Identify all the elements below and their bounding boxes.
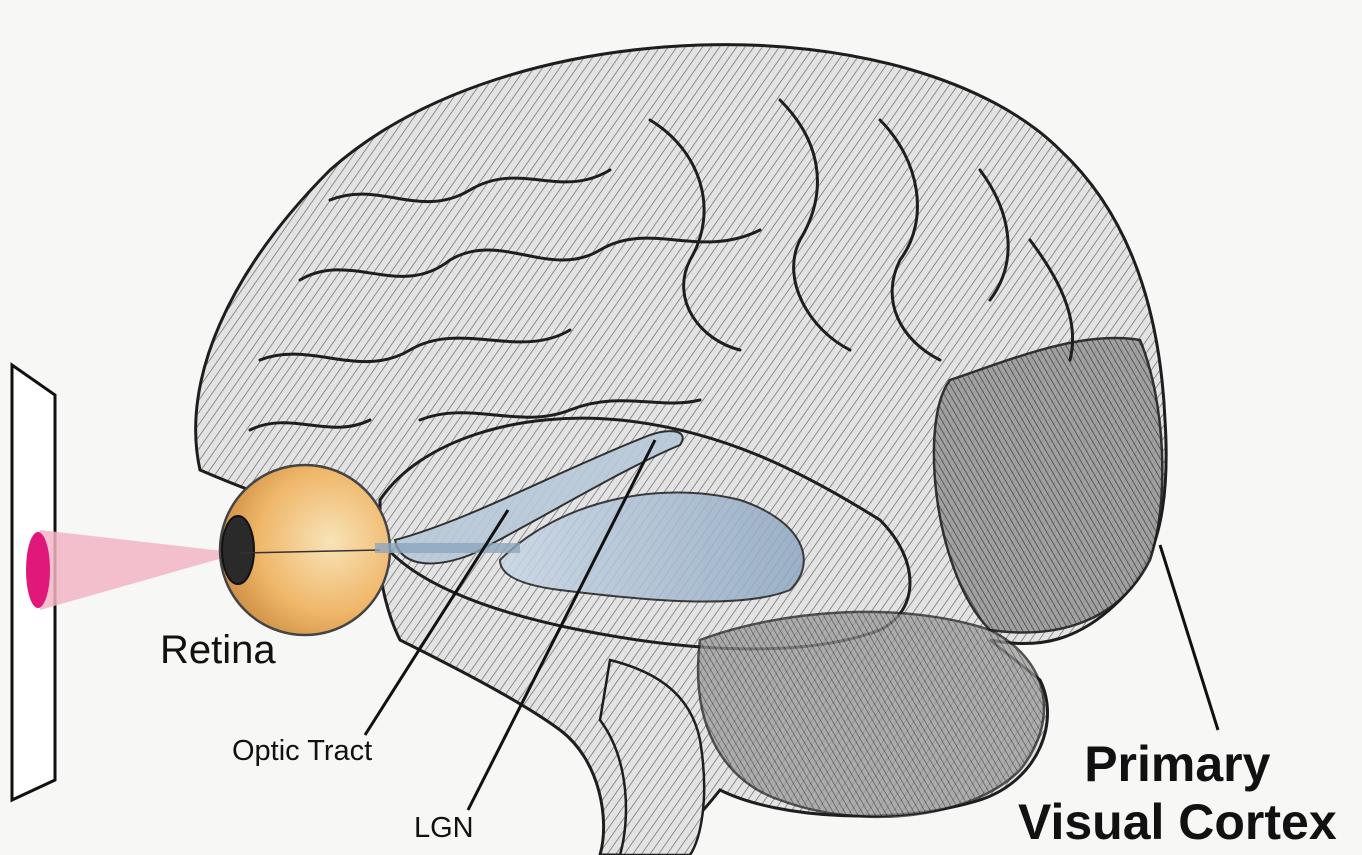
primary-visual-cortex-line2: Visual Cortex: [1018, 793, 1337, 851]
stimulus-ellipse: [26, 532, 50, 608]
primary-visual-cortex-label: Primary Visual Cortex: [1018, 735, 1337, 851]
primary-visual-cortex-line1: Primary: [1018, 735, 1337, 793]
retina-label: Retina: [160, 628, 276, 673]
eye-icon: [220, 465, 390, 635]
lgn-label: LGN: [414, 812, 474, 845]
optic-tract-label: Optic Tract: [232, 735, 372, 768]
